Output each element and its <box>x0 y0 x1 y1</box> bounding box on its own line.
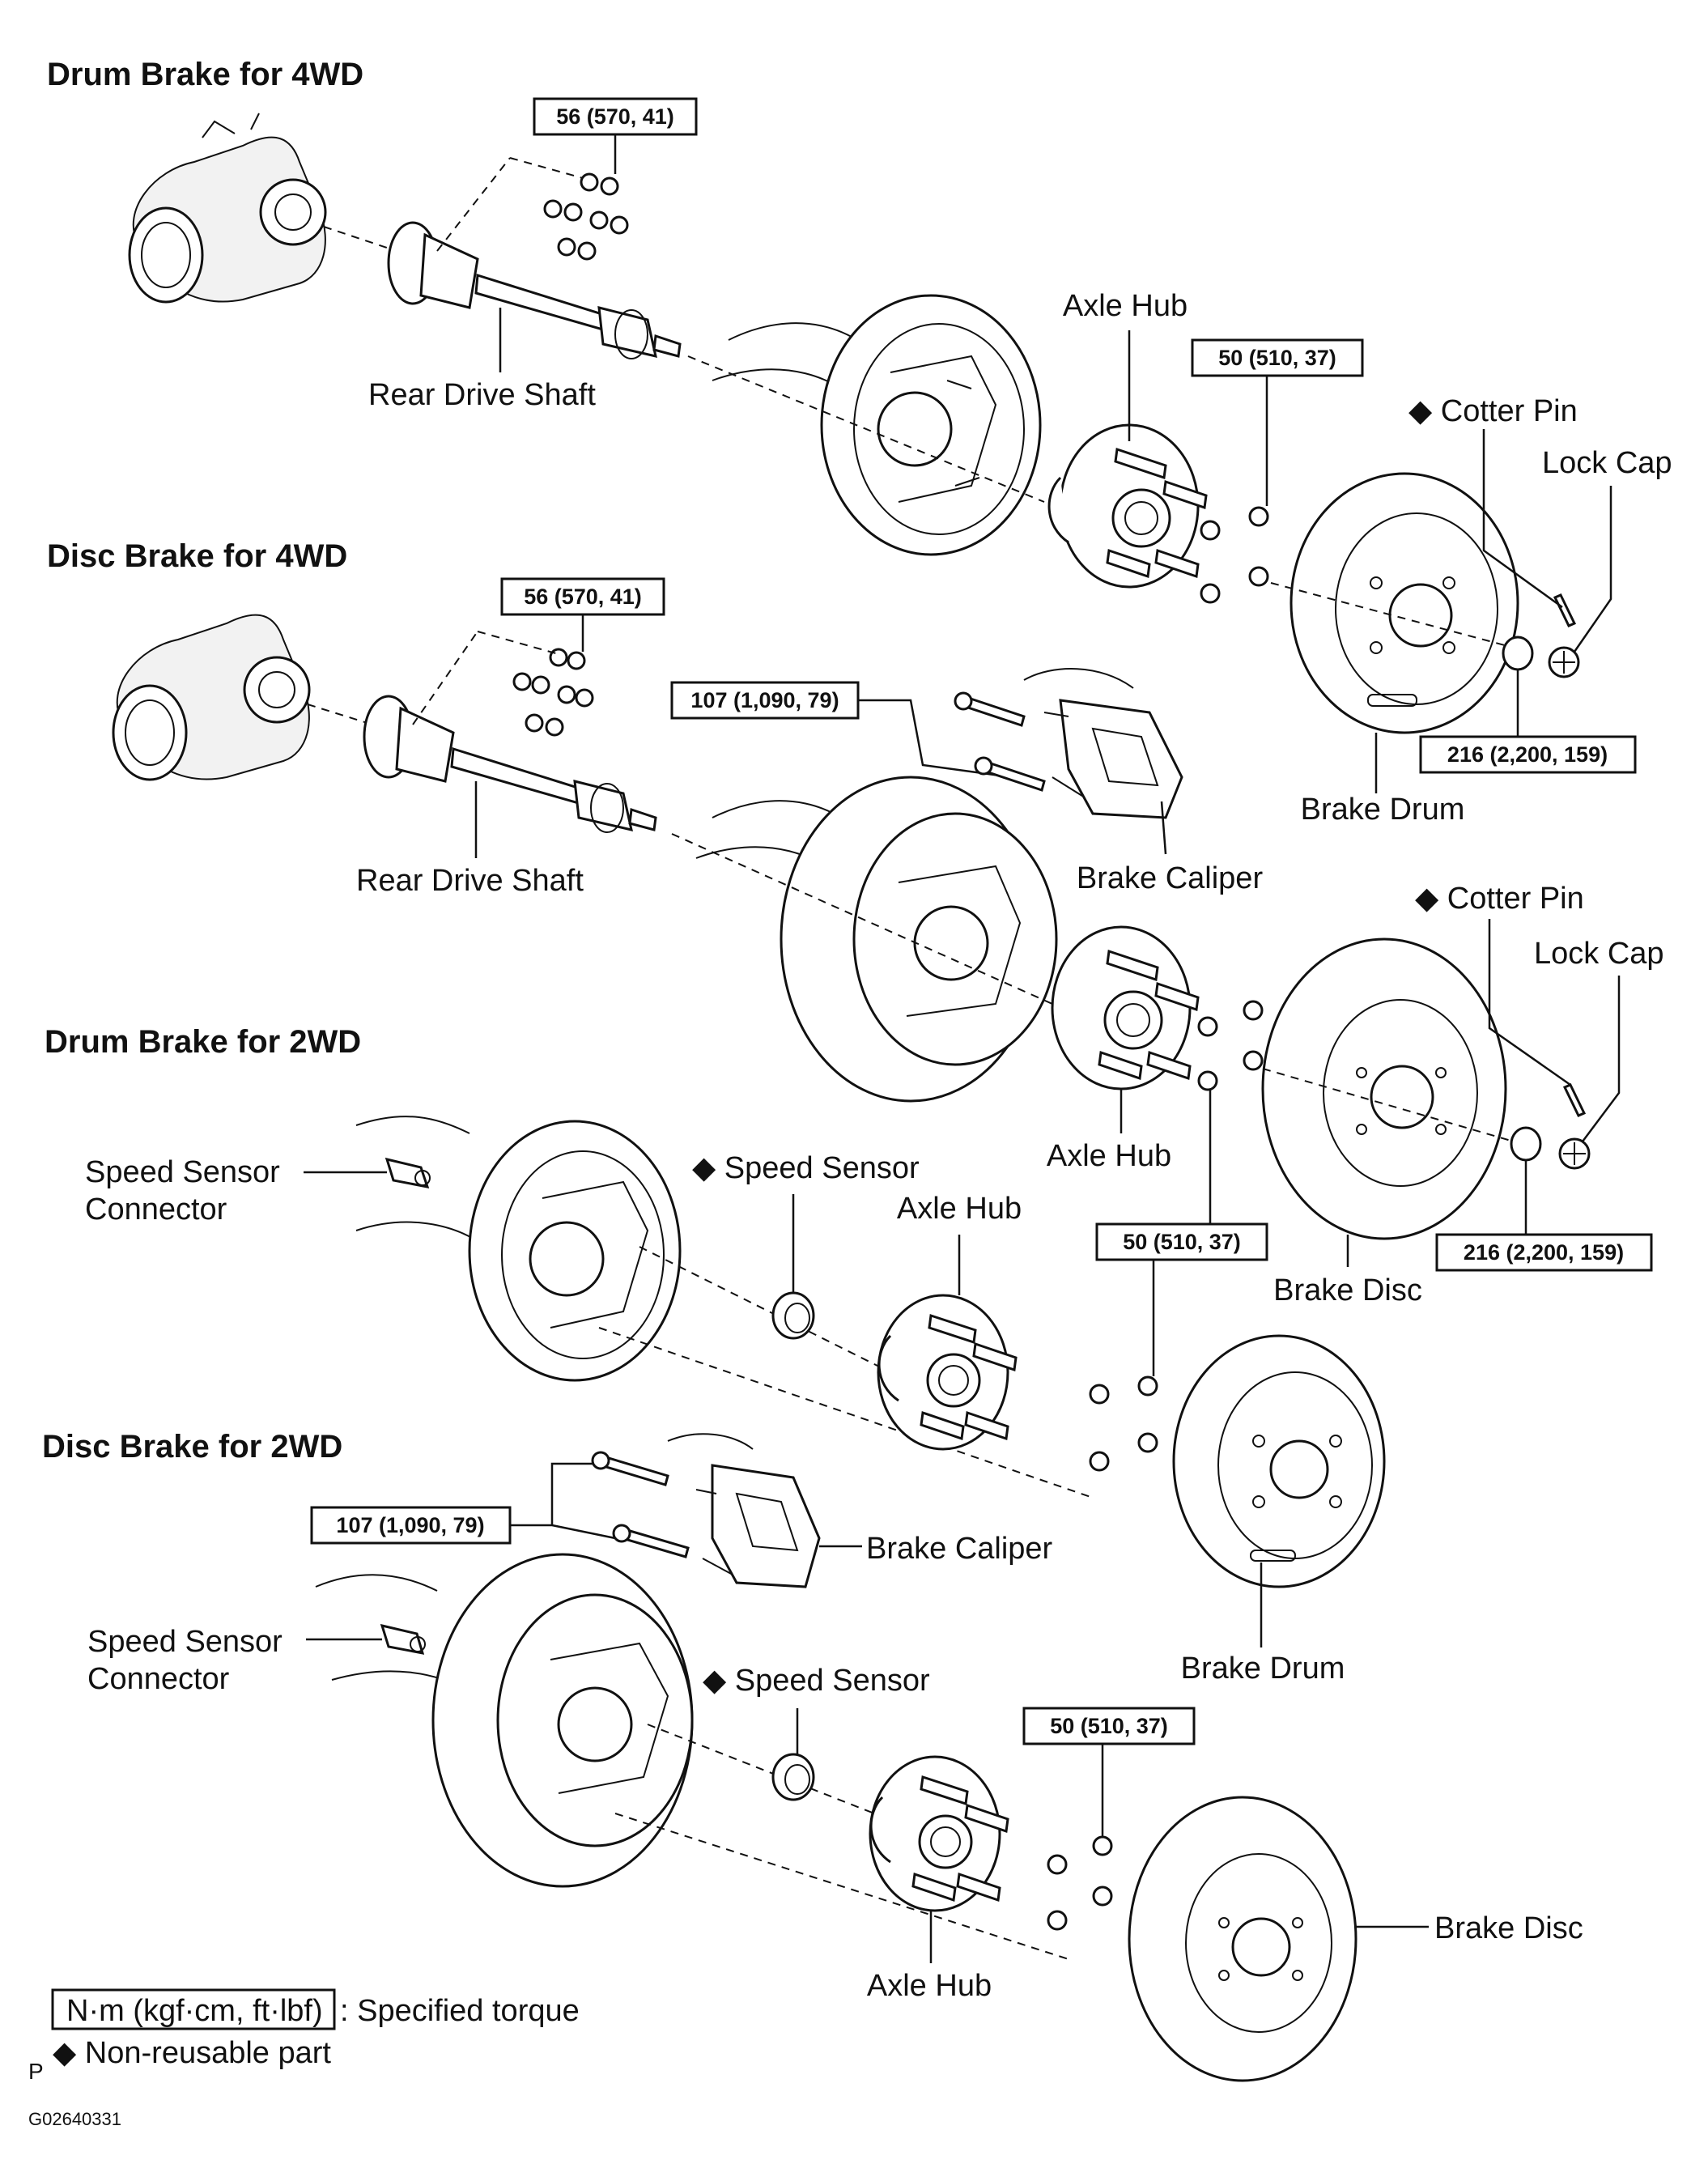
rear-drive-shaft-drawing <box>387 221 682 359</box>
speed-sensor-1 <box>771 1291 815 1340</box>
brake-drum-4wd <box>1289 472 1519 734</box>
label-cotter-pin-2: ◆ Cotter Pin <box>1415 882 1584 916</box>
torque-value-56-b: 56 (570, 41) <box>524 585 642 609</box>
torque-value-216-b: 216 (2,200, 159) <box>1464 1240 1624 1265</box>
section-drum-4wd: Drum Brake for 4WD Rear Drive Shaft <box>47 57 1672 827</box>
label-cotter-pin-1: ◆ Cotter Pin <box>1408 394 1578 428</box>
brake-disc-4wd <box>1261 937 1507 1240</box>
section-disc-4wd: Disc Brake for 4WD Rear Drive Shaft <box>47 538 1664 1307</box>
section-drum-2wd: Drum Brake for 2WD Speed Sensor Connecto… <box>45 1024 1386 1686</box>
legend-unit-desc: : Specified torque <box>340 1994 580 2028</box>
label-speed-sensor-connector-1b: Connector <box>85 1193 227 1227</box>
label-lock-cap-2: Lock Cap <box>1534 937 1664 971</box>
label-brake-disc-1: Brake Disc <box>1273 1273 1422 1307</box>
corner-mark: P <box>28 2059 44 2084</box>
axle-hub-4wd-disc <box>1051 925 1200 1090</box>
torque-value-107-b: 107 (1,090, 79) <box>336 1513 484 1537</box>
label-axle-hub-3: Axle Hub <box>897 1192 1022 1226</box>
nut-group-50-c <box>1089 1375 1158 1472</box>
nut-group-56-b <box>512 648 594 737</box>
label-speed-sensor-2: ◆ Speed Sensor <box>703 1664 930 1698</box>
label-brake-caliper-2: Brake Caliper <box>866 1532 1053 1566</box>
legend-non-reusable: ◆ Non-reusable part <box>53 2036 331 2070</box>
torque-value-50-d: 50 (510, 37) <box>1050 1714 1168 1738</box>
label-axle-hub-1: Axle Hub <box>1063 289 1188 323</box>
label-axle-hub-4: Axle Hub <box>867 1969 992 2003</box>
label-lock-cap-1: Lock Cap <box>1542 446 1672 480</box>
axle-hub-2wd-drum <box>877 1294 1018 1451</box>
axle-nut-lockcap-b <box>1510 1083 1591 1170</box>
torque-box-216-b <box>1435 1233 1653 1272</box>
figure-code: G02640331 <box>28 2109 121 2129</box>
nut-group-56 <box>543 172 629 261</box>
speed-sensor-connector-2 <box>380 1623 426 1655</box>
label-brake-drum-2: Brake Drum <box>1181 1652 1345 1686</box>
caliper-bolts-4wd <box>954 691 1046 792</box>
axle-hub-2wd-disc <box>869 1755 1009 1912</box>
torque-box-50-d <box>1022 1707 1196 1745</box>
torque-value-107-a: 107 (1,090, 79) <box>690 688 839 712</box>
section-disc-2wd: Disc Brake for 2WD 107 (1,090, 79) Brake… <box>42 1429 1583 2082</box>
disc-backing-plate-2wd <box>315 1553 694 1888</box>
torque-value-50-a: 50 (510, 37) <box>1218 346 1336 370</box>
caliper-bolts-2wd <box>591 1451 690 1558</box>
label-speed-sensor-connector-2b: Connector <box>87 1662 230 1696</box>
legend-unit-text: N·m (kgf·cm, ft·lbf) <box>66 1994 323 2028</box>
drum-backing-plate-4wd <box>712 294 1042 556</box>
nut-group-50-d <box>1047 1835 1113 1931</box>
nut-group-50-a <box>1200 506 1269 604</box>
torque-box-107-a <box>670 681 860 720</box>
brake-drum-2wd <box>1172 1334 1386 1588</box>
section-title-drum-2wd: Drum Brake for 2WD <box>45 1024 361 1060</box>
rear-drive-shaft-drawing-2 <box>363 695 657 833</box>
section-title-disc-2wd: Disc Brake for 2WD <box>42 1429 342 1465</box>
torque-box-50-a <box>1191 338 1364 377</box>
axle-hub-4wd-drum <box>1047 423 1208 589</box>
torque-value-50-b: 50 (510, 37) <box>1123 1230 1241 1254</box>
disc-backing-plate-4wd <box>695 776 1058 1103</box>
torque-box-216-a <box>1419 735 1637 774</box>
label-axle-hub-2: Axle Hub <box>1047 1139 1171 1173</box>
differential-drawing-2 <box>112 614 311 781</box>
label-rear-drive-shaft-1: Rear Drive Shaft <box>368 378 596 412</box>
label-brake-drum-1: Brake Drum <box>1301 793 1465 827</box>
drum-backing-plate-2wd <box>355 1116 682 1382</box>
section-title-disc-4wd: Disc Brake for 4WD <box>47 538 347 574</box>
label-speed-sensor-connector-2a: Speed Sensor <box>87 1625 283 1659</box>
label-brake-disc-2: Brake Disc <box>1434 1911 1583 1945</box>
torque-box-107-b <box>310 1506 512 1545</box>
differential-drawing <box>128 113 327 304</box>
label-rear-drive-shaft-2: Rear Drive Shaft <box>356 864 584 898</box>
nut-group-50-b <box>1197 1000 1264 1091</box>
torque-box-50-b <box>1095 1222 1268 1261</box>
label-brake-caliper-1: Brake Caliper <box>1077 861 1264 895</box>
legend-unit-box <box>51 1988 336 2030</box>
brake-disc-2wd <box>1128 1796 1357 2082</box>
legend: N·m (kgf·cm, ft·lbf) : Specified torque … <box>28 1988 580 2129</box>
axle-nut-lockcap-a <box>1502 593 1580 678</box>
torque-value-216-a: 216 (2,200, 159) <box>1447 742 1608 767</box>
speed-sensor-connector-1 <box>385 1157 431 1188</box>
label-speed-sensor-connector-1a: Speed Sensor <box>85 1155 280 1189</box>
label-speed-sensor-1: ◆ Speed Sensor <box>692 1151 920 1185</box>
brake-caliper-4wd <box>1023 668 1183 819</box>
brake-caliper-2wd <box>667 1433 821 1588</box>
speed-sensor-2 <box>771 1753 815 1801</box>
torque-value-56-a: 56 (570, 41) <box>556 104 674 129</box>
section-title-drum-4wd: Drum Brake for 4WD <box>47 57 363 92</box>
